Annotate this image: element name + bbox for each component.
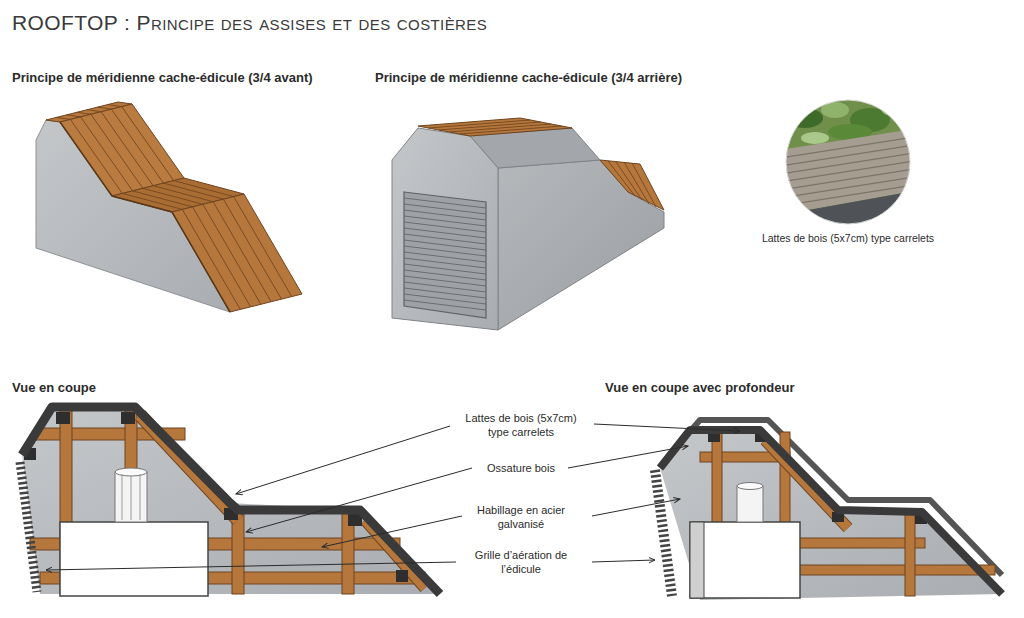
callout-label: Habillage en acier galvanisé <box>465 503 577 532</box>
callout-label: Grille d’aération de l’édicule <box>465 548 577 577</box>
wood-deck-photo <box>780 95 920 235</box>
view-heading: Vue en coupe <box>12 380 96 397</box>
chaise-front-view <box>36 102 302 312</box>
view-heading: Vue en coupe avec profondeur <box>605 380 795 397</box>
photo-caption: Lattes de bois (5x7cm) type carrelets <box>738 232 958 246</box>
view-heading: Principe de méridienne cache-édicule (3/… <box>375 70 682 87</box>
callout-label: Ossature bois <box>457 461 585 475</box>
leader-lines <box>46 424 740 570</box>
page-title: ROOFTOP : Principe des assises et des co… <box>12 9 487 36</box>
chaise-rear-view <box>392 118 664 330</box>
view-heading: Principe de méridienne cache-édicule (3/… <box>12 70 313 87</box>
callout-label: Lattes de bois (5x7cm) type carrelets <box>457 411 585 440</box>
section-depth-view <box>655 420 1002 600</box>
section-view <box>20 407 440 596</box>
